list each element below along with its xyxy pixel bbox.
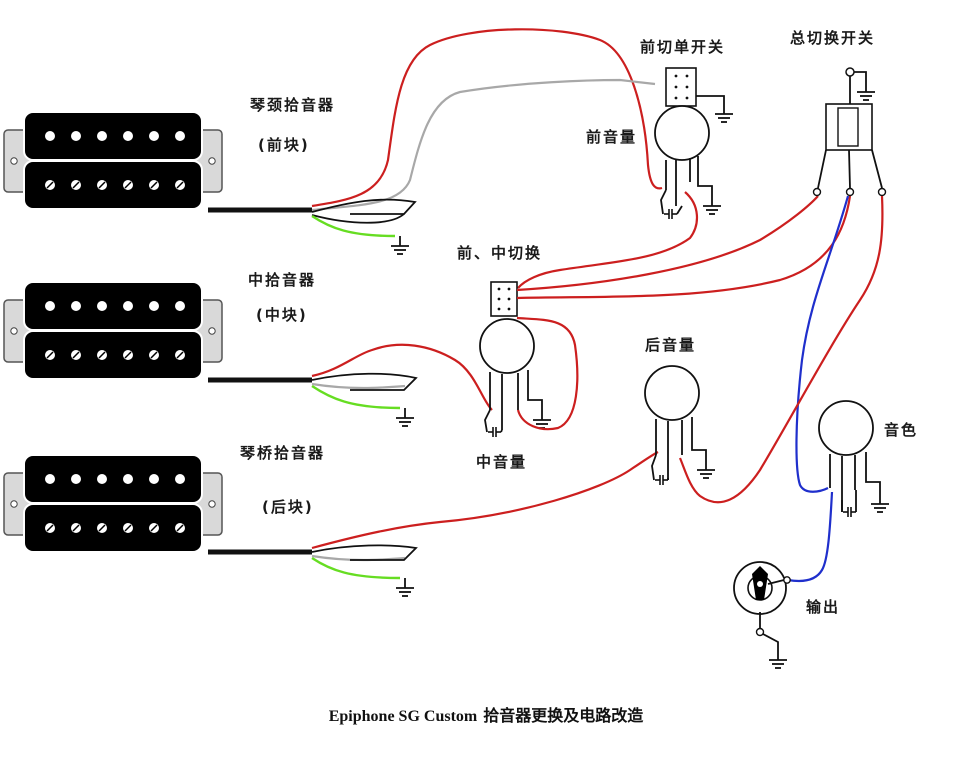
middle-volume-label: 中音量 [476,453,527,471]
tone-pot [818,400,890,518]
neck-pickup [3,111,223,210]
tone-to-output-blue-wire [787,491,834,583]
bridge-volume-label: 后音量 [645,336,696,354]
master-switch [812,67,887,197]
neck-pickup-position-label: (前块) [258,136,310,154]
neck-kill-switch-label: 前切单开关 [640,38,725,56]
bridge-pickup [3,454,223,553]
neck-volume-to-selector-wire [517,191,698,289]
tone-label: 音色 [884,421,918,439]
neck-volume-pot [654,105,722,220]
selector-to-master-wire-b [516,195,852,300]
neck-middle-selector-label: 前、中切换 [457,244,542,262]
diagram-caption: Epiphone SG Custom 拾音器更换及电路改造 [0,702,972,726]
output-jack [733,561,791,669]
master-switch-label: 总切换开关 [790,29,875,47]
neck-pickup-leads [311,28,663,255]
bridge-pickup-label: 琴桥拾音器 [239,444,325,462]
neck-volume-label: 前音量 [586,128,637,146]
middle-pickup [3,281,223,380]
selector-to-master-wire-a [516,195,819,292]
middle-pickup-position-label: (中块) [256,306,308,324]
bridge-pickup-position-label: (后块) [262,498,314,516]
bridge-volume-pot [644,365,716,486]
caption-title: 拾音器更换及电路改造 [483,706,644,725]
caption-model: Epiphone SG Custom [328,708,478,725]
middle-pickup-leads [311,343,493,427]
neck-middle-selector [490,281,518,317]
middle-pickup-label: 中拾音器 [248,271,316,289]
neck-pickup-label: 琴颈拾音器 [249,96,335,114]
neck-kill-switch [665,67,734,123]
master-to-bridge-volume-wire [678,195,884,504]
middle-volume-pot [479,318,552,438]
bridge-pickup-leads [311,451,659,597]
output-label: 输出 [806,598,840,616]
selector-loop-wire [516,316,579,431]
